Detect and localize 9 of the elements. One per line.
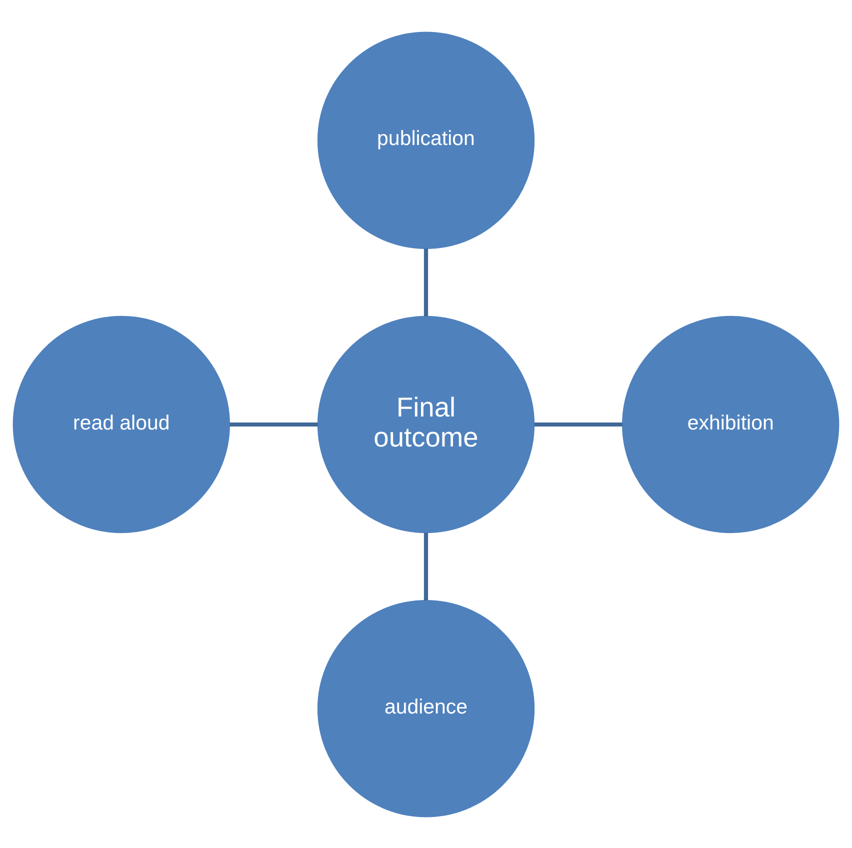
node-circle: audience bbox=[317, 600, 535, 817]
node-circle: publication bbox=[317, 31, 535, 248]
connector bbox=[424, 532, 428, 600]
connector bbox=[230, 422, 318, 426]
connector bbox=[534, 422, 622, 426]
connector bbox=[424, 248, 428, 316]
node-circle: Final outcome bbox=[317, 315, 535, 533]
node-circle: exhibition bbox=[622, 315, 840, 533]
node-circle: read aloud bbox=[12, 315, 230, 533]
